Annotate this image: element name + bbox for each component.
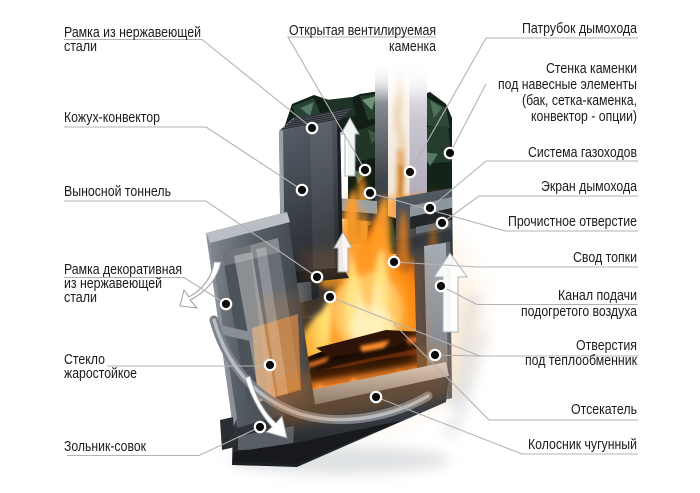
svg-text:Кожух-конвектор: Кожух-конвектор <box>64 109 160 126</box>
svg-text:конвектор - опции): конвектор - опции) <box>531 108 637 125</box>
svg-text:Патрубок дымохода: Патрубок дымохода <box>522 20 638 37</box>
svg-text:Колосник чугунный: Колосник чугунный <box>528 436 637 453</box>
svg-text:Канал подачи: Канал подачи <box>558 287 637 304</box>
svg-text:Свод топки: Свод топки <box>573 249 637 266</box>
svg-text:Зольник-совок: Зольник-совок <box>64 438 146 455</box>
svg-text:Отверстия: Отверстия <box>576 337 637 354</box>
svg-text:под теплообменник: под теплообменник <box>525 352 637 369</box>
svg-text:Прочистное отверстие: Прочистное отверстие <box>508 213 637 230</box>
svg-text:Открытая вентилируемая: Открытая вентилируемая <box>289 22 436 39</box>
svg-text:каменка: каменка <box>389 38 437 55</box>
svg-text:стали: стали <box>64 289 97 306</box>
svg-text:жаростойкое: жаростойкое <box>64 365 137 382</box>
svg-text:Рамка декоративная: Рамка декоративная <box>64 261 182 278</box>
svg-text:стали: стали <box>64 38 97 55</box>
svg-text:Экран дымохода: Экран дымохода <box>541 178 638 195</box>
svg-text:под навесные элементы: под навесные элементы <box>498 76 637 93</box>
svg-text:Отсекатель: Отсекатель <box>571 401 637 418</box>
svg-text:(бак, сетка-каменка,: (бак, сетка-каменка, <box>522 92 637 109</box>
svg-text:Рамка из нержавеющей: Рамка из нержавеющей <box>64 24 201 41</box>
svg-text:Система газоходов: Система газоходов <box>528 144 637 161</box>
svg-text:Выносной тоннель: Выносной тоннель <box>64 183 171 200</box>
svg-text:подогретого воздуха: подогретого воздуха <box>521 303 638 320</box>
svg-text:Стенка каменки: Стенка каменки <box>546 60 637 77</box>
svg-text:Стекло: Стекло <box>64 351 105 368</box>
svg-text:из нержавеющей: из нержавеющей <box>64 275 162 292</box>
